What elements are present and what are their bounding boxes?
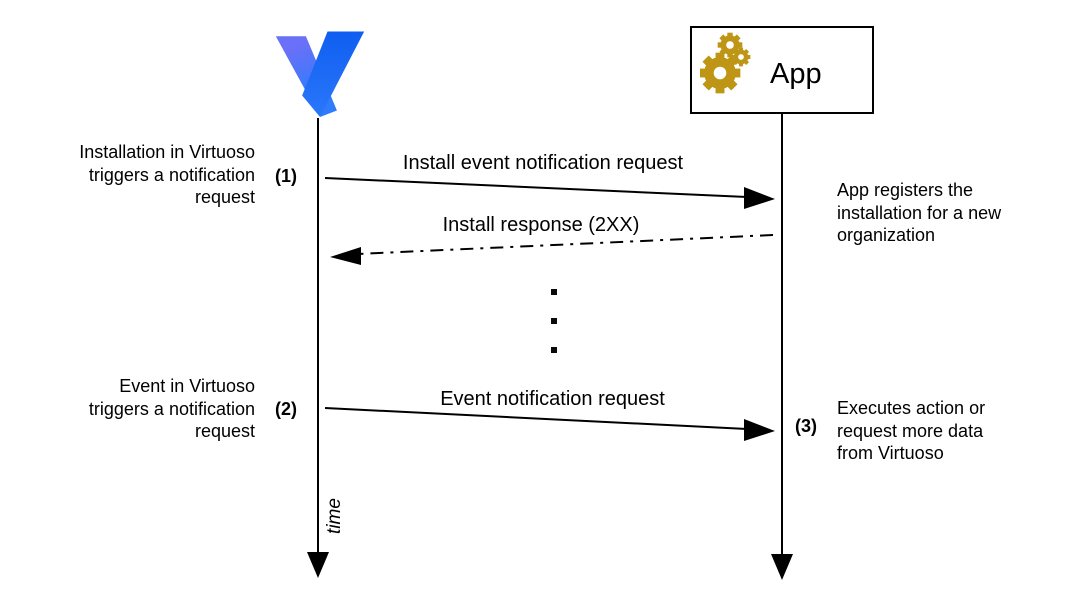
app-lifeline-arrowhead-icon (771, 554, 793, 580)
time-axis-label: time (324, 498, 345, 534)
ellipsis-dot (551, 289, 557, 295)
v-logo-right-arm (302, 31, 365, 118)
step-marker-2: (2) (275, 399, 297, 419)
note-executes-action: Executes action or request more data fro… (837, 398, 986, 463)
ellipsis-dot (551, 347, 557, 353)
message-label-event-request: Event notification request (440, 388, 665, 410)
message-label-install-request: Install event notification request (402, 152, 684, 174)
ellipsis-dot (551, 318, 557, 324)
message-arrow-install-response (356, 234, 774, 255)
gears-icon (700, 32, 751, 94)
note-installation-trigger: Installation in Virtuoso triggers a noti… (79, 142, 255, 207)
message-label-install-response: Install response (2XX) (442, 214, 640, 236)
app-actor-box: App (690, 26, 874, 114)
step-marker-3: (3) (795, 416, 817, 436)
virtuoso-v-icon-svg (275, 31, 365, 118)
note-app-registers: App registers the installation for a new… (837, 180, 1002, 245)
virtuoso-v-icon (272, 24, 368, 118)
app-actor-label: App (770, 58, 822, 90)
note-event-trigger: Event in Virtuoso triggers a notificatio… (88, 376, 255, 441)
time-gap-ellipsis-icon (551, 289, 557, 353)
message-arrow-install-request-head-icon (744, 187, 775, 209)
virtuoso-lifeline-arrowhead-icon (307, 552, 329, 578)
gear-small-icon (731, 47, 751, 67)
message-arrow-event-request-head-icon (744, 419, 775, 441)
message-arrow-install-request (324, 177, 748, 198)
message-arrow-event-request (324, 407, 748, 430)
step-marker-1: (1) (275, 166, 297, 186)
message-arrow-install-response-head-icon (330, 247, 361, 265)
